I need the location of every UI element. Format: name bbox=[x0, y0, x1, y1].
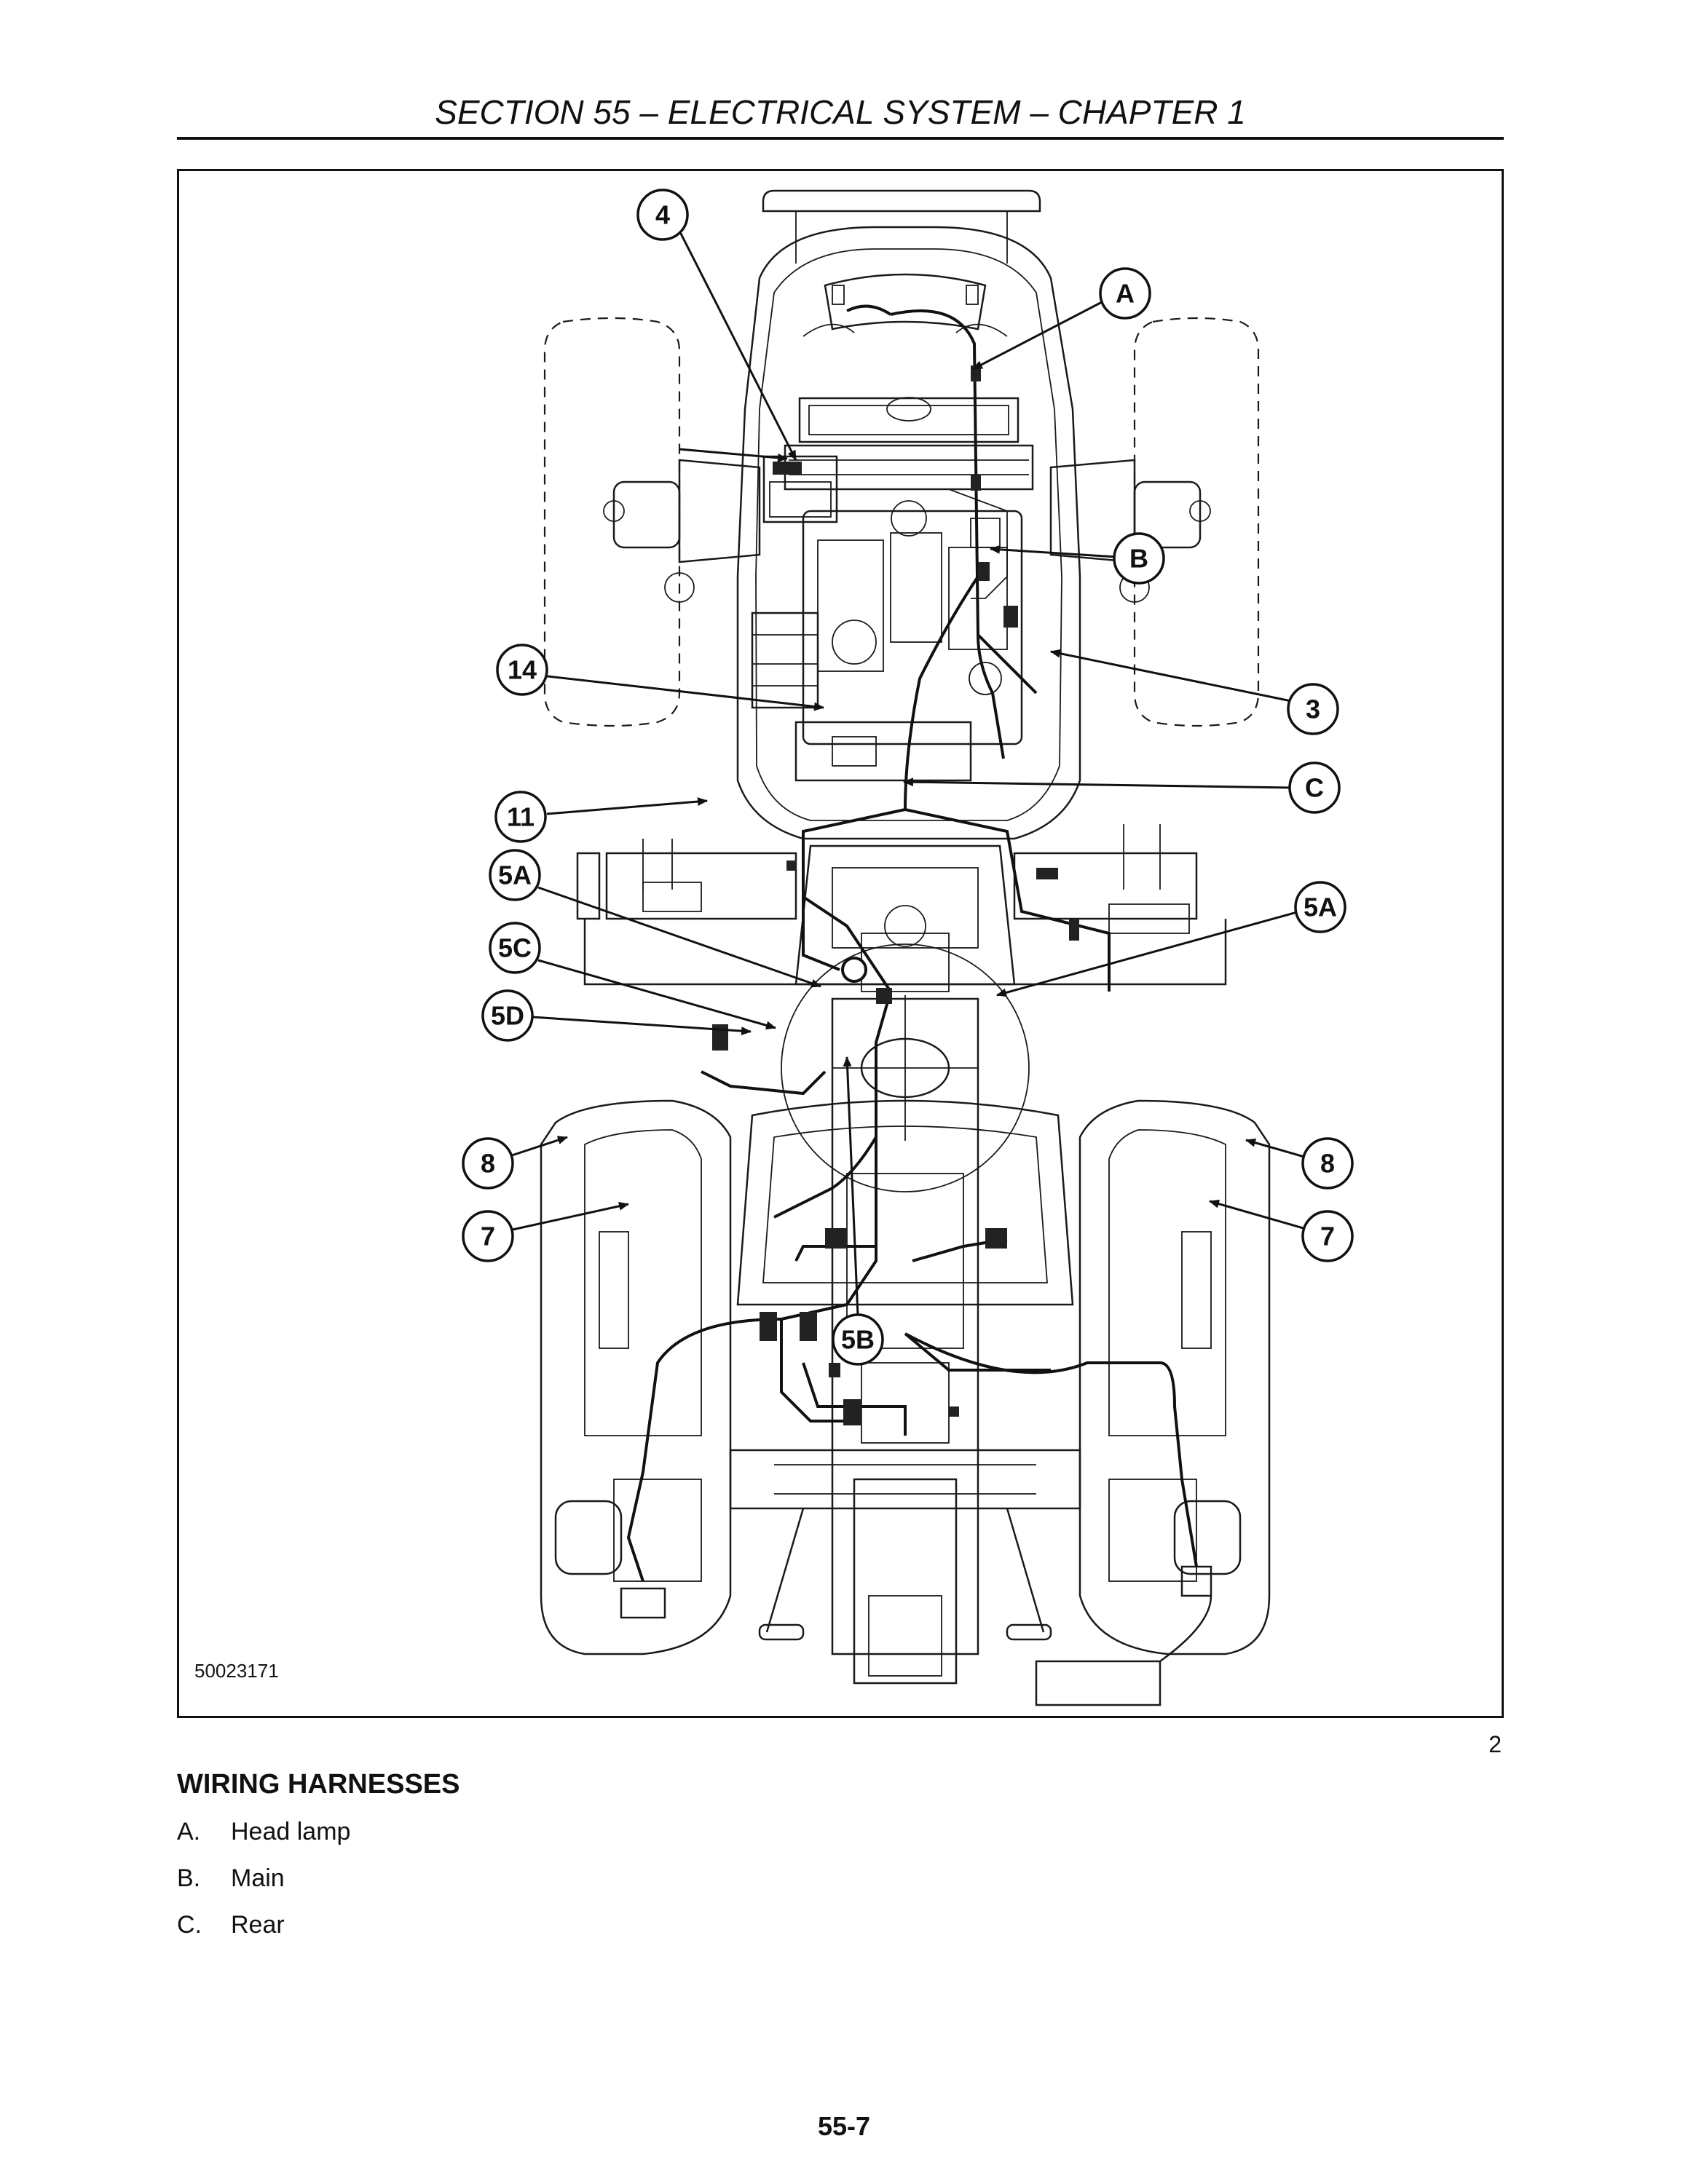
leader-lines bbox=[511, 230, 1306, 1316]
svg-text:C: C bbox=[1305, 773, 1324, 803]
svg-text:4: 4 bbox=[655, 200, 670, 230]
drawing-number: 50023171 bbox=[194, 1660, 279, 1682]
harness-wires bbox=[626, 304, 1198, 1582]
svg-text:5C: 5C bbox=[498, 933, 532, 963]
callout-3: 3 bbox=[1287, 683, 1339, 735]
callout-11: 11 bbox=[494, 791, 547, 843]
callout-B: B bbox=[1113, 532, 1165, 585]
svg-text:3: 3 bbox=[1306, 695, 1320, 724]
callout-5D: 5D bbox=[481, 989, 534, 1042]
svg-text:14: 14 bbox=[508, 655, 537, 685]
header-divider bbox=[177, 137, 1504, 140]
svg-text:A: A bbox=[1116, 279, 1135, 309]
wiring-harness-diagram: 4 A B 14 3 11 C 5A 5A 5C 5D 8 8 7 7 5B 5… bbox=[194, 189, 1354, 1706]
legend-label: Head lamp bbox=[231, 1818, 351, 1845]
legend-label: Rear bbox=[231, 1911, 285, 1939]
svg-text:7: 7 bbox=[1320, 1222, 1335, 1251]
legend-item: C. Rear bbox=[177, 1909, 350, 1955]
callout-8-left: 8 bbox=[462, 1137, 514, 1190]
callout-14: 14 bbox=[496, 644, 548, 696]
legend-key: B. bbox=[177, 1864, 201, 1892]
svg-text:8: 8 bbox=[1320, 1149, 1335, 1179]
callout-5B: 5B bbox=[832, 1313, 884, 1366]
legend-key: C. bbox=[177, 1911, 202, 1939]
svg-text:5A: 5A bbox=[1304, 893, 1337, 922]
tractor-drawing bbox=[540, 189, 1271, 1706]
svg-text:B: B bbox=[1129, 544, 1148, 574]
callout-5C: 5C bbox=[489, 922, 541, 974]
svg-text:8: 8 bbox=[481, 1149, 495, 1179]
figure-frame bbox=[177, 169, 1504, 1718]
callout-A: A bbox=[1099, 267, 1151, 320]
section-heading: WIRING HARNESSES bbox=[177, 1769, 460, 1800]
figure-number: 2 bbox=[1488, 1731, 1502, 1757]
legend-item: A. Head lamp bbox=[177, 1816, 350, 1862]
callout-7-right: 7 bbox=[1301, 1210, 1354, 1262]
svg-text:5A: 5A bbox=[498, 860, 532, 890]
callout-C: C bbox=[1288, 761, 1341, 814]
callout-5A-right: 5A bbox=[1294, 881, 1346, 933]
callout-5A-left: 5A bbox=[489, 849, 541, 901]
legend-item: B. Main bbox=[177, 1862, 350, 1909]
svg-text:7: 7 bbox=[481, 1222, 495, 1251]
callout-4: 4 bbox=[636, 189, 689, 241]
legend-key: A. bbox=[177, 1818, 201, 1845]
page-number: 55-7 bbox=[817, 2111, 871, 2141]
page-header-title: SECTION 55 – ELECTRICAL SYSTEM – CHAPTER… bbox=[435, 93, 1246, 131]
svg-text:11: 11 bbox=[507, 802, 535, 832]
legend-label: Main bbox=[231, 1864, 285, 1892]
callout-7-left: 7 bbox=[462, 1210, 514, 1262]
harness-legend: A. Head lamp B. Main C. Rear bbox=[177, 1816, 350, 1955]
callout-8-right: 8 bbox=[1301, 1137, 1354, 1190]
svg-text:5B: 5B bbox=[841, 1325, 875, 1355]
svg-text:5D: 5D bbox=[491, 1001, 524, 1031]
